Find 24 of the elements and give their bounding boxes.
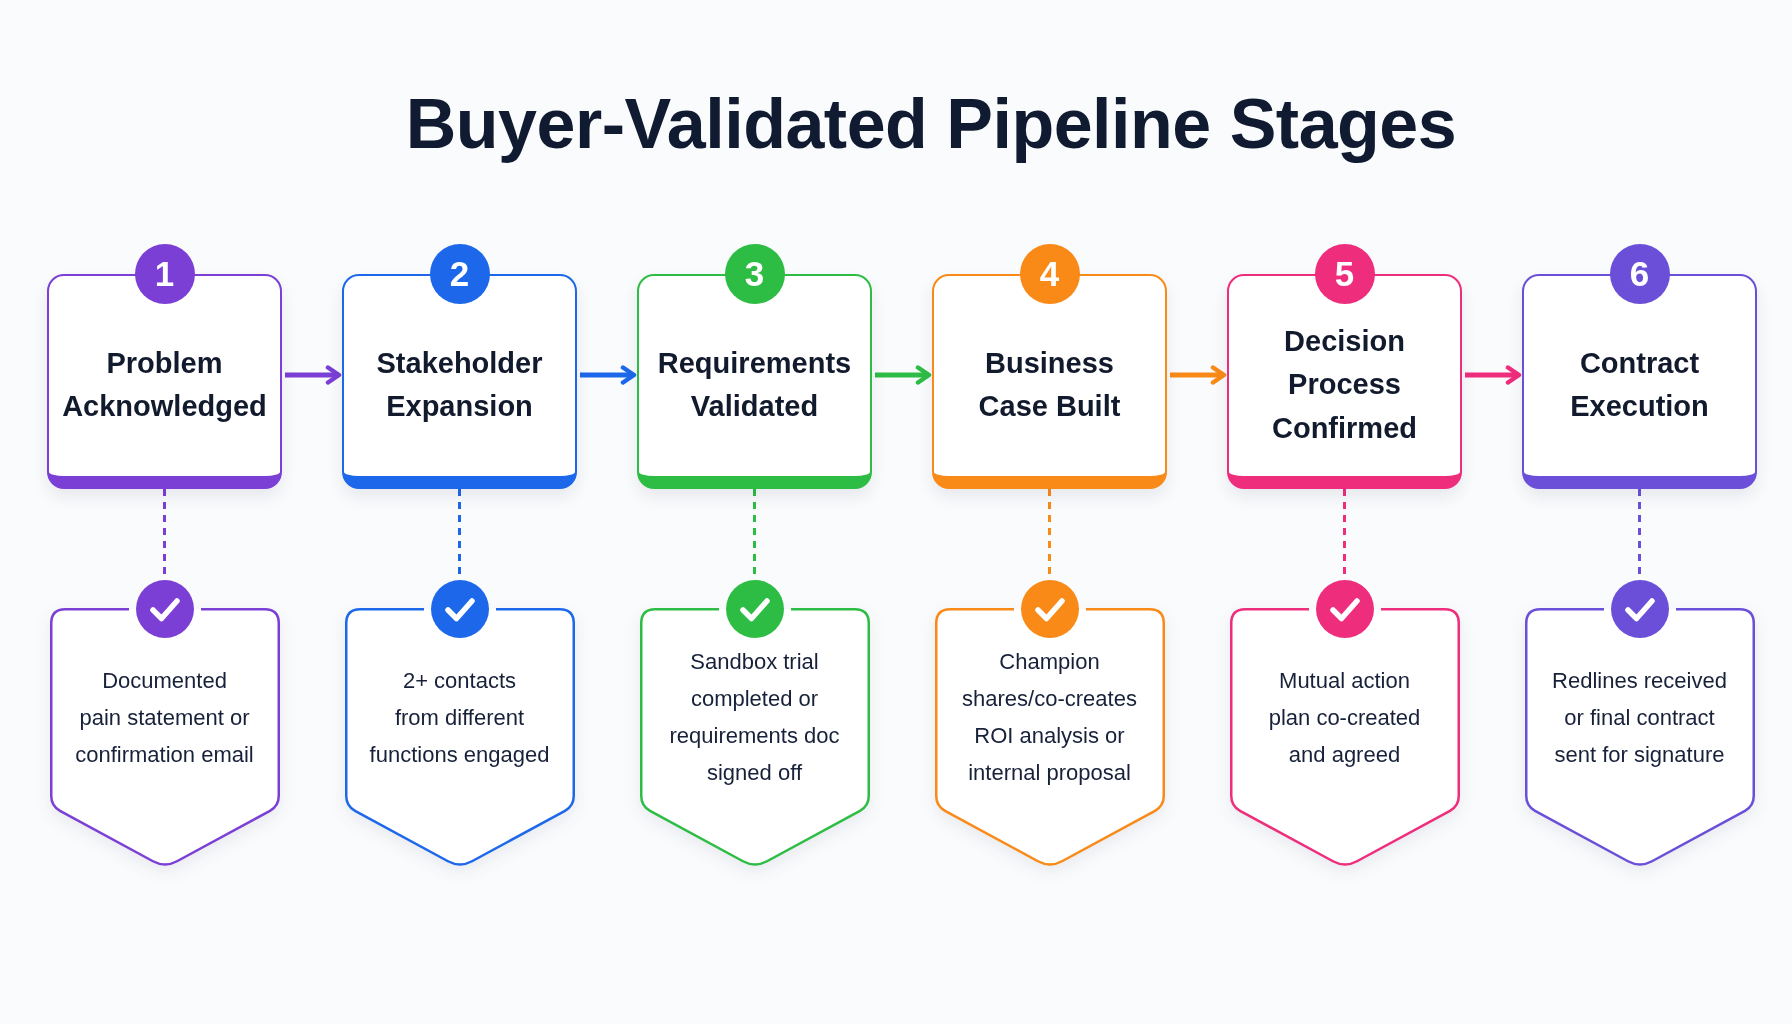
- criteria-text: Redlines received or final contract sent for signature: [1551, 666, 1728, 769]
- arrow: [875, 365, 932, 385]
- step-number: 3: [724, 244, 785, 304]
- step-number: 1: [134, 244, 195, 304]
- step-number: 5: [1314, 244, 1375, 304]
- criteria-text: Documented pain statement or confirmation email: [74, 666, 255, 769]
- page-title: Buyer-Validated Pipeline Stages: [405, 84, 1457, 165]
- step-number: 2: [429, 244, 490, 304]
- step-number: 6: [1609, 244, 1670, 304]
- stage-title: Stakeholder Expansion: [375, 345, 544, 424]
- criteria-text: Champion shares/co-creates ROI analysis or internal proposal: [961, 648, 1138, 787]
- stage-title: Contract Execution: [1569, 345, 1710, 424]
- stage-title: Requirements Validated: [656, 345, 853, 424]
- arrow: [1465, 365, 1522, 385]
- stage-title: Business Case Built: [977, 345, 1122, 424]
- stage-title: Decision Process Confirmed: [1271, 323, 1418, 446]
- criteria-text: Sandbox trial completed or requirements doc signed off: [668, 648, 841, 787]
- stage-title: Problem Acknowledged: [61, 345, 268, 424]
- criteria-text: Mutual action plan co-created and agreed: [1267, 666, 1422, 769]
- arrow: [580, 365, 637, 385]
- arrow: [1170, 365, 1227, 385]
- step-number: 4: [1019, 244, 1080, 304]
- arrow: [285, 365, 342, 385]
- criteria-text: 2+ contacts from different functions engaged: [368, 666, 551, 769]
